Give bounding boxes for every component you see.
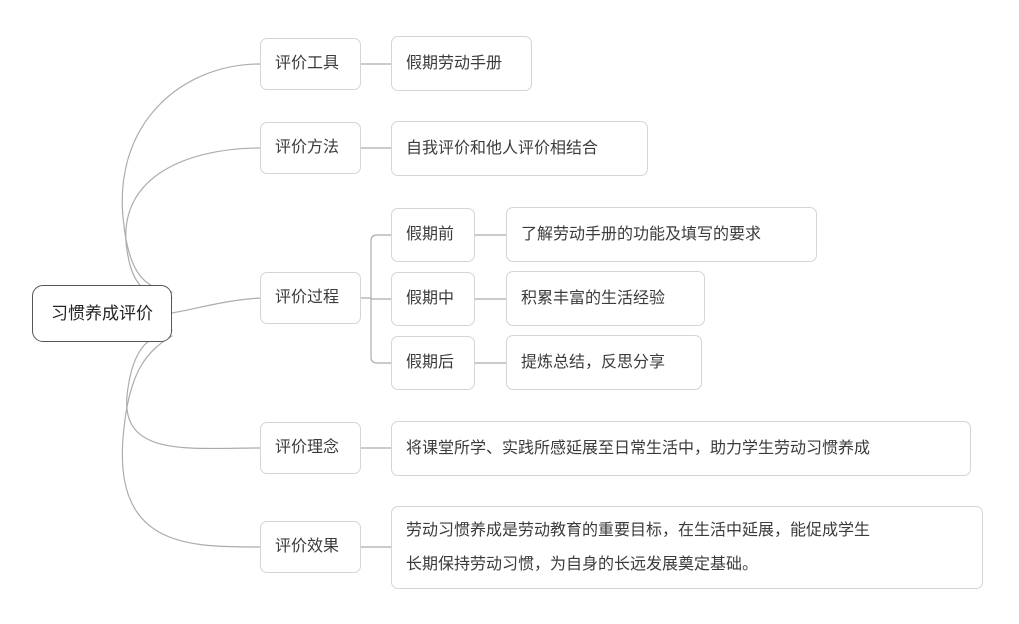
- detail-node-before-holiday-1[interactable]: 了解劳动手册的功能及填写的要求: [506, 207, 817, 262]
- detail-node-tool-1[interactable]: 假期劳动手册: [391, 36, 532, 91]
- branch-node-concept[interactable]: 评价理念: [260, 422, 361, 474]
- detail-node-after-holiday-1-label: 提炼总结，反思分享: [521, 353, 666, 371]
- connector-root-to-method: [125, 147, 261, 299]
- connector-root-to-process: [171, 297, 261, 314]
- detail-node-after-holiday-1[interactable]: 提炼总结，反思分享: [506, 335, 702, 390]
- connector-root-to-concept: [126, 329, 261, 450]
- branch-node-method-label: 评价方法: [275, 139, 340, 156]
- detail-node-during-holiday-1[interactable]: 积累丰富的生活经验: [506, 271, 705, 326]
- detail-node-tool-1-label: 假期劳动手册: [406, 54, 503, 72]
- branch-node-tool-label: 评价工具: [275, 55, 340, 72]
- connector-root-to-effect: [121, 335, 261, 548]
- sub-node-during-holiday-label: 假期中: [406, 290, 455, 307]
- branch-node-effect-label: 评价效果: [275, 538, 340, 555]
- connector-process-bracket: [370, 234, 392, 364]
- detail-node-concept-1[interactable]: 将课堂所学、实践所感延展至日常生活中，助力学生劳动习惯养成: [391, 421, 971, 476]
- sub-node-before-holiday[interactable]: 假期前: [391, 208, 475, 262]
- root-node-label: 习惯养成评价: [51, 303, 153, 323]
- branch-node-effect[interactable]: 评价效果: [260, 521, 361, 573]
- branch-node-process-label: 评价过程: [275, 289, 340, 306]
- detail-node-before-holiday-1-label: 了解劳动手册的功能及填写的要求: [521, 225, 762, 243]
- branch-node-tool[interactable]: 评价工具: [260, 38, 361, 90]
- detail-node-during-holiday-1-label: 积累丰富的生活经验: [521, 289, 666, 307]
- root-node[interactable]: 习惯养成评价: [32, 285, 172, 342]
- sub-node-after-holiday[interactable]: 假期后: [391, 336, 475, 390]
- detail-node-method-1-label: 自我评价和他人评价相结合: [406, 139, 599, 157]
- detail-node-method-1[interactable]: 自我评价和他人评价相结合: [391, 121, 648, 176]
- detail-node-effect-1[interactable]: 劳动习惯养成是劳动教育的重要目标，在生活中延展，能促成学生 长期保持劳动习惯，为…: [391, 506, 983, 589]
- sub-node-during-holiday[interactable]: 假期中: [391, 272, 475, 326]
- sub-node-before-holiday-label: 假期前: [406, 226, 455, 243]
- connector-root-to-tool: [121, 63, 261, 293]
- detail-node-effect-1-label: 劳动习惯养成是劳动教育的重要目标，在生活中延展，能促成学生 长期保持劳动习惯，为…: [406, 521, 871, 573]
- branch-node-method[interactable]: 评价方法: [260, 122, 361, 174]
- branch-node-process[interactable]: 评价过程: [260, 272, 361, 324]
- detail-node-concept-1-label: 将课堂所学、实践所感延展至日常生活中，助力学生劳动习惯养成: [406, 439, 871, 457]
- branch-node-concept-label: 评价理念: [275, 439, 340, 456]
- sub-node-after-holiday-label: 假期后: [406, 354, 455, 371]
